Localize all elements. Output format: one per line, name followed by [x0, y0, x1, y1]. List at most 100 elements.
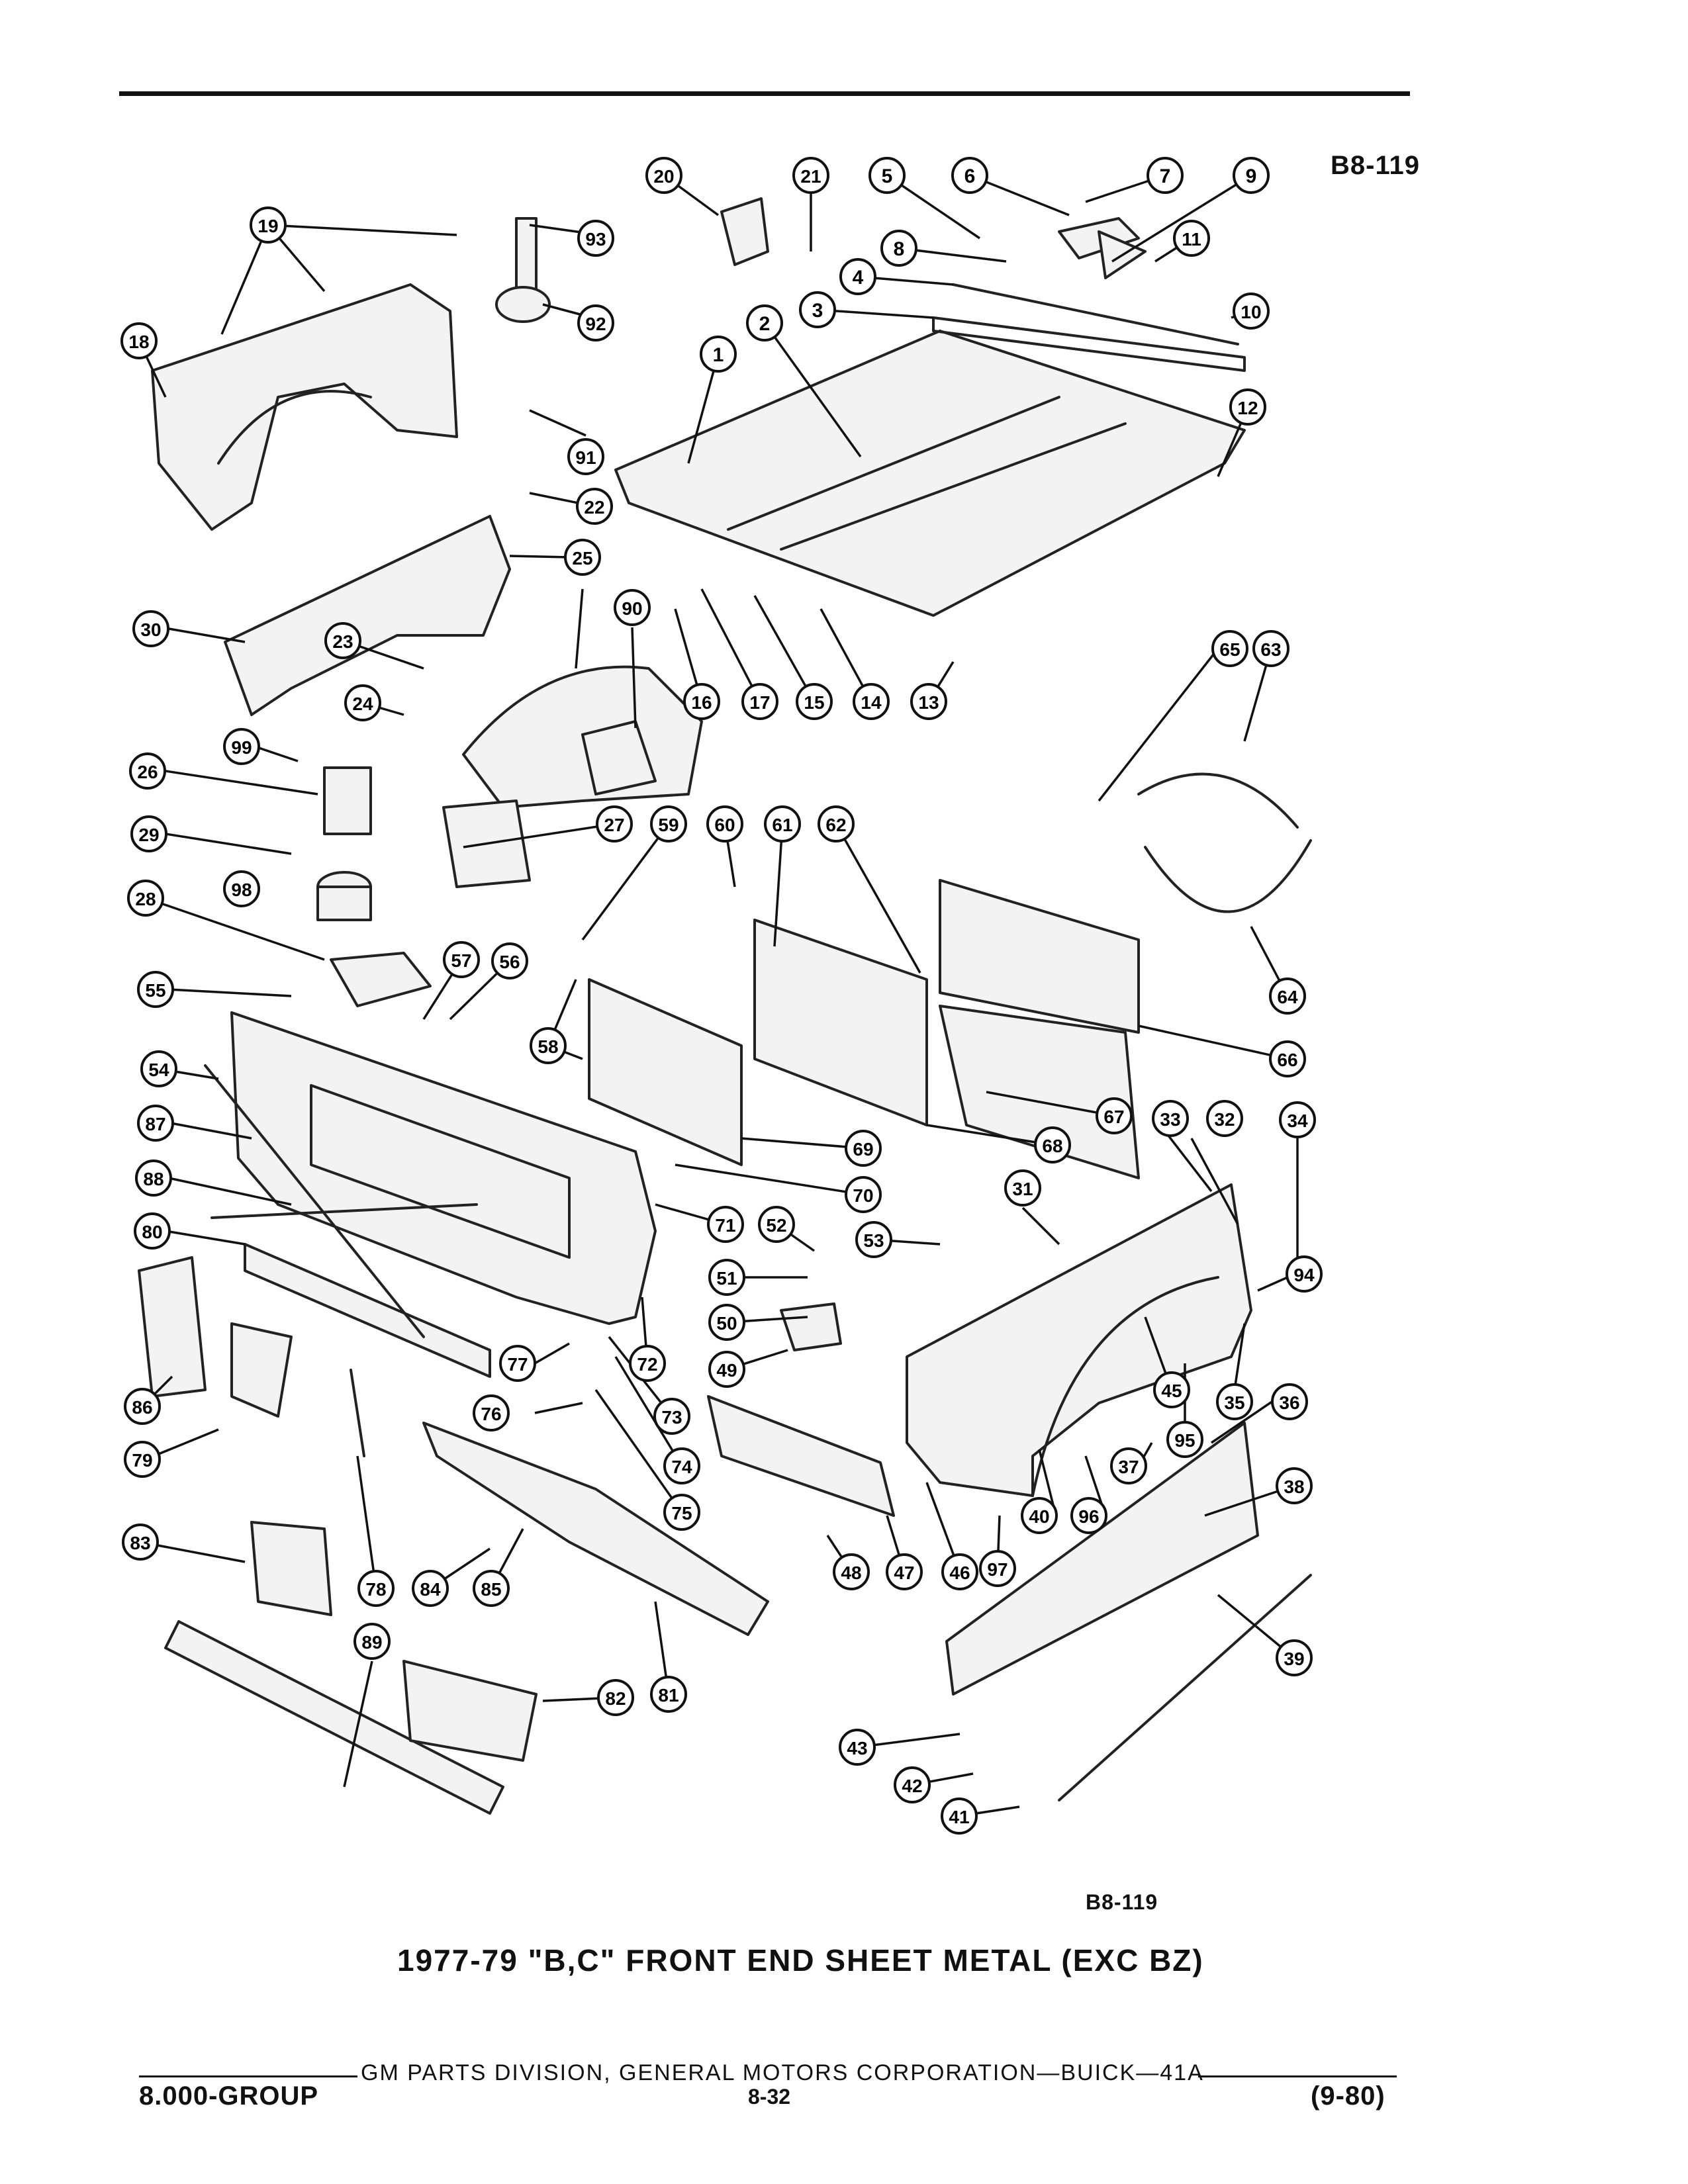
svg-text:48: 48 [841, 1563, 861, 1583]
svg-text:78: 78 [365, 1579, 386, 1600]
callout-77: 77 [499, 1345, 536, 1382]
svg-text:49: 49 [716, 1360, 737, 1381]
callout-89: 89 [353, 1623, 391, 1660]
callout-86: 86 [124, 1388, 161, 1425]
svg-text:12: 12 [1237, 398, 1258, 418]
callout-21: 21 [792, 157, 829, 194]
callout-85: 85 [473, 1570, 510, 1607]
callout-30: 30 [132, 610, 169, 647]
svg-text:7: 7 [1160, 165, 1171, 187]
callout-66: 66 [1269, 1040, 1306, 1077]
callout-3: 3 [799, 291, 836, 328]
callout-75: 75 [663, 1494, 700, 1531]
fan-shroud-shape [939, 879, 1140, 1034]
callout-12: 12 [1229, 388, 1266, 426]
svg-text:24: 24 [352, 694, 373, 714]
svg-text:10: 10 [1241, 302, 1261, 322]
callout-74: 74 [663, 1447, 700, 1484]
svg-text:65: 65 [1219, 639, 1240, 660]
callout-45: 45 [1153, 1371, 1190, 1408]
callout-29: 29 [130, 815, 167, 852]
svg-text:32: 32 [1214, 1109, 1235, 1130]
svg-text:67: 67 [1103, 1107, 1124, 1127]
svg-text:99: 99 [231, 737, 252, 758]
callout-84: 84 [412, 1570, 449, 1607]
svg-text:95: 95 [1174, 1430, 1195, 1451]
left-fender-shape [151, 283, 458, 531]
callout-16: 16 [683, 683, 720, 720]
svg-text:39: 39 [1284, 1649, 1304, 1669]
svg-text:91: 91 [575, 447, 596, 468]
svg-text:45: 45 [1161, 1381, 1182, 1401]
callout-79: 79 [124, 1441, 161, 1478]
svg-text:8: 8 [894, 238, 905, 260]
svg-text:94: 94 [1293, 1265, 1315, 1285]
top-rule [119, 91, 1410, 96]
svg-text:69: 69 [853, 1139, 873, 1160]
callout-6: 6 [951, 157, 988, 194]
callout-94: 94 [1286, 1255, 1323, 1293]
svg-text:92: 92 [585, 314, 606, 334]
part-shapes [138, 197, 1312, 1815]
diagram-title: 1977-79 "B,C" FRONT END SHEET METAL (EXC… [397, 1943, 1204, 1978]
svg-text:73: 73 [661, 1407, 682, 1428]
svg-text:57: 57 [451, 950, 471, 971]
callout-8: 8 [880, 230, 917, 267]
svg-text:33: 33 [1160, 1109, 1180, 1130]
callout-81: 81 [650, 1676, 687, 1713]
callout-64: 64 [1269, 978, 1306, 1015]
callout-62: 62 [818, 805, 855, 842]
svg-text:13: 13 [918, 692, 939, 713]
svg-text:97: 97 [987, 1559, 1008, 1580]
svg-text:27: 27 [604, 815, 624, 835]
svg-text:18: 18 [128, 332, 149, 352]
svg-text:70: 70 [853, 1185, 873, 1206]
svg-text:40: 40 [1029, 1506, 1049, 1527]
svg-text:66: 66 [1277, 1050, 1297, 1070]
svg-text:2: 2 [759, 313, 771, 335]
svg-text:35: 35 [1224, 1392, 1244, 1413]
callout-24: 24 [344, 684, 381, 721]
callout-93: 93 [577, 220, 614, 257]
callout-1: 1 [700, 336, 737, 373]
callout-82: 82 [597, 1679, 634, 1716]
svg-text:93: 93 [585, 229, 606, 250]
footer-rule-left [139, 2075, 357, 2077]
callout-10: 10 [1233, 293, 1270, 330]
svg-text:1: 1 [713, 344, 724, 366]
svg-text:75: 75 [671, 1503, 692, 1524]
svg-text:6: 6 [964, 165, 976, 187]
svg-text:42: 42 [902, 1776, 922, 1796]
callout-18: 18 [120, 322, 158, 359]
svg-text:60: 60 [714, 815, 735, 835]
callout-56: 56 [491, 942, 528, 979]
callout-58: 58 [530, 1027, 567, 1064]
svg-text:41: 41 [949, 1807, 969, 1827]
svg-text:83: 83 [130, 1533, 150, 1553]
svg-text:80: 80 [142, 1222, 162, 1242]
callout-47: 47 [886, 1553, 923, 1590]
callout-83: 83 [122, 1524, 159, 1561]
footer-rule-right [1198, 2075, 1397, 2077]
callout-33: 33 [1152, 1100, 1189, 1137]
callout-65: 65 [1211, 630, 1248, 667]
callout-36: 36 [1271, 1383, 1308, 1420]
svg-text:54: 54 [148, 1060, 169, 1080]
svg-text:28: 28 [135, 889, 156, 909]
svg-text:85: 85 [481, 1579, 501, 1600]
callout-5: 5 [868, 157, 906, 194]
callout-23: 23 [324, 622, 361, 659]
callout-32: 32 [1206, 1100, 1243, 1137]
callout-37: 37 [1110, 1447, 1147, 1484]
callout-72: 72 [629, 1345, 666, 1382]
svg-text:51: 51 [716, 1268, 737, 1289]
callout-14: 14 [853, 683, 890, 720]
svg-text:77: 77 [507, 1354, 528, 1375]
callout-54: 54 [140, 1050, 177, 1087]
callout-2: 2 [746, 304, 783, 341]
svg-text:88: 88 [143, 1169, 164, 1189]
svg-text:15: 15 [804, 692, 824, 713]
callout-46: 46 [941, 1553, 978, 1590]
callout-19: 19 [250, 206, 287, 244]
footer-page-number: 8-32 [748, 2085, 791, 2109]
